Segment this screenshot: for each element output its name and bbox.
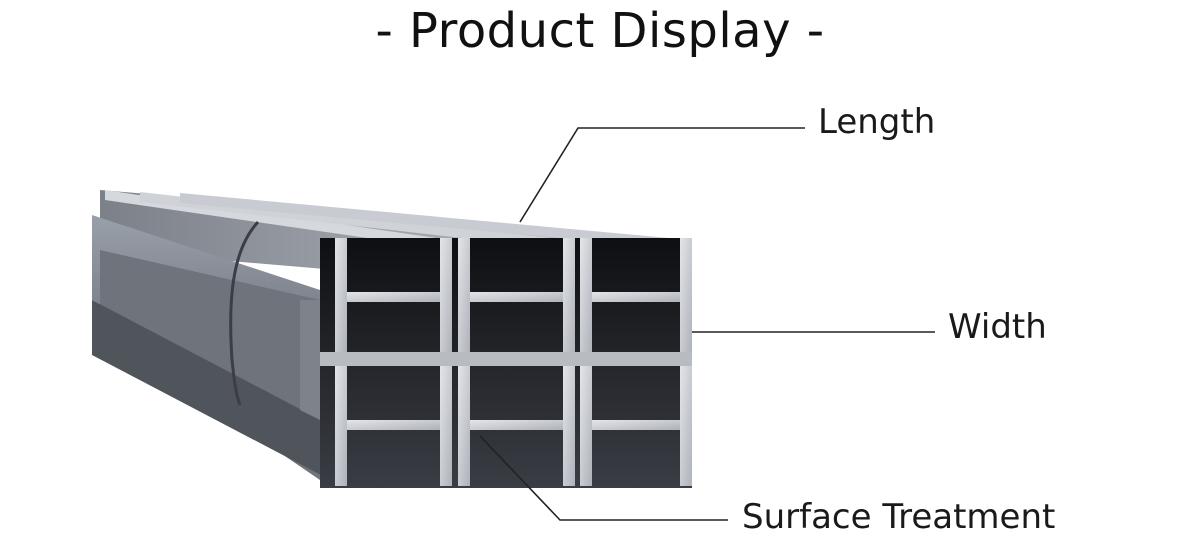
binding-wire bbox=[229, 220, 260, 406]
h-profile-top-left bbox=[335, 238, 452, 354]
length-label: Length bbox=[818, 102, 936, 142]
surface-treatment-label: Surface Treatment bbox=[742, 497, 1056, 537]
h-profile-bottom-left bbox=[335, 366, 452, 486]
length-leader-line bbox=[519, 127, 805, 223]
page-title: - Product Display - bbox=[375, 3, 825, 59]
h-profile-bottom-right bbox=[580, 366, 692, 486]
beam-cross-sections bbox=[300, 238, 692, 488]
width-label: Width bbox=[948, 307, 1047, 347]
h-profile-top-middle bbox=[458, 238, 575, 354]
h-profile-bottom-middle bbox=[458, 366, 575, 486]
h-profile-top-right bbox=[580, 238, 692, 354]
leader-lines bbox=[479, 127, 935, 521]
surface-leader-line bbox=[479, 435, 728, 521]
